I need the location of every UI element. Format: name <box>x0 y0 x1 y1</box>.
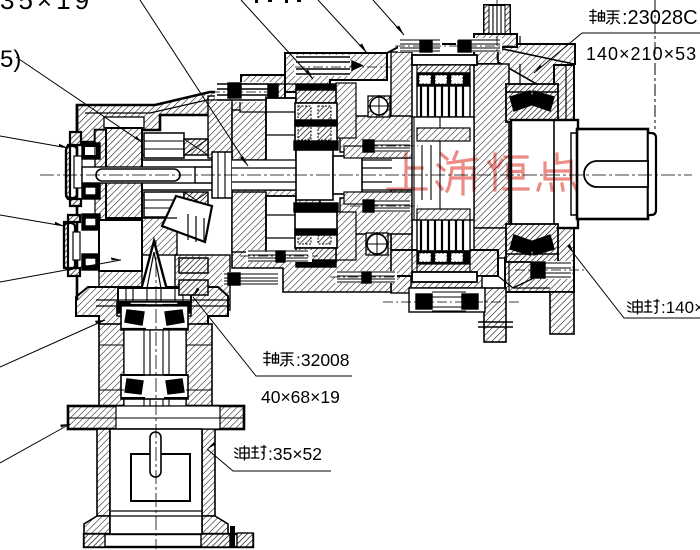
svg-text:35×19: 35×19 <box>0 0 93 15</box>
svg-text::140×: :140× <box>661 298 700 317</box>
svg-text::23028C: :23028C <box>622 7 698 29</box>
svg-text::35×52: :35×52 <box>268 444 322 464</box>
svg-text:5): 5) <box>0 46 21 73</box>
svg-text::32008: :32008 <box>296 350 350 370</box>
svg-text:40×68×19: 40×68×19 <box>261 387 340 407</box>
svg-text:140×210×53: 140×210×53 <box>586 44 697 64</box>
